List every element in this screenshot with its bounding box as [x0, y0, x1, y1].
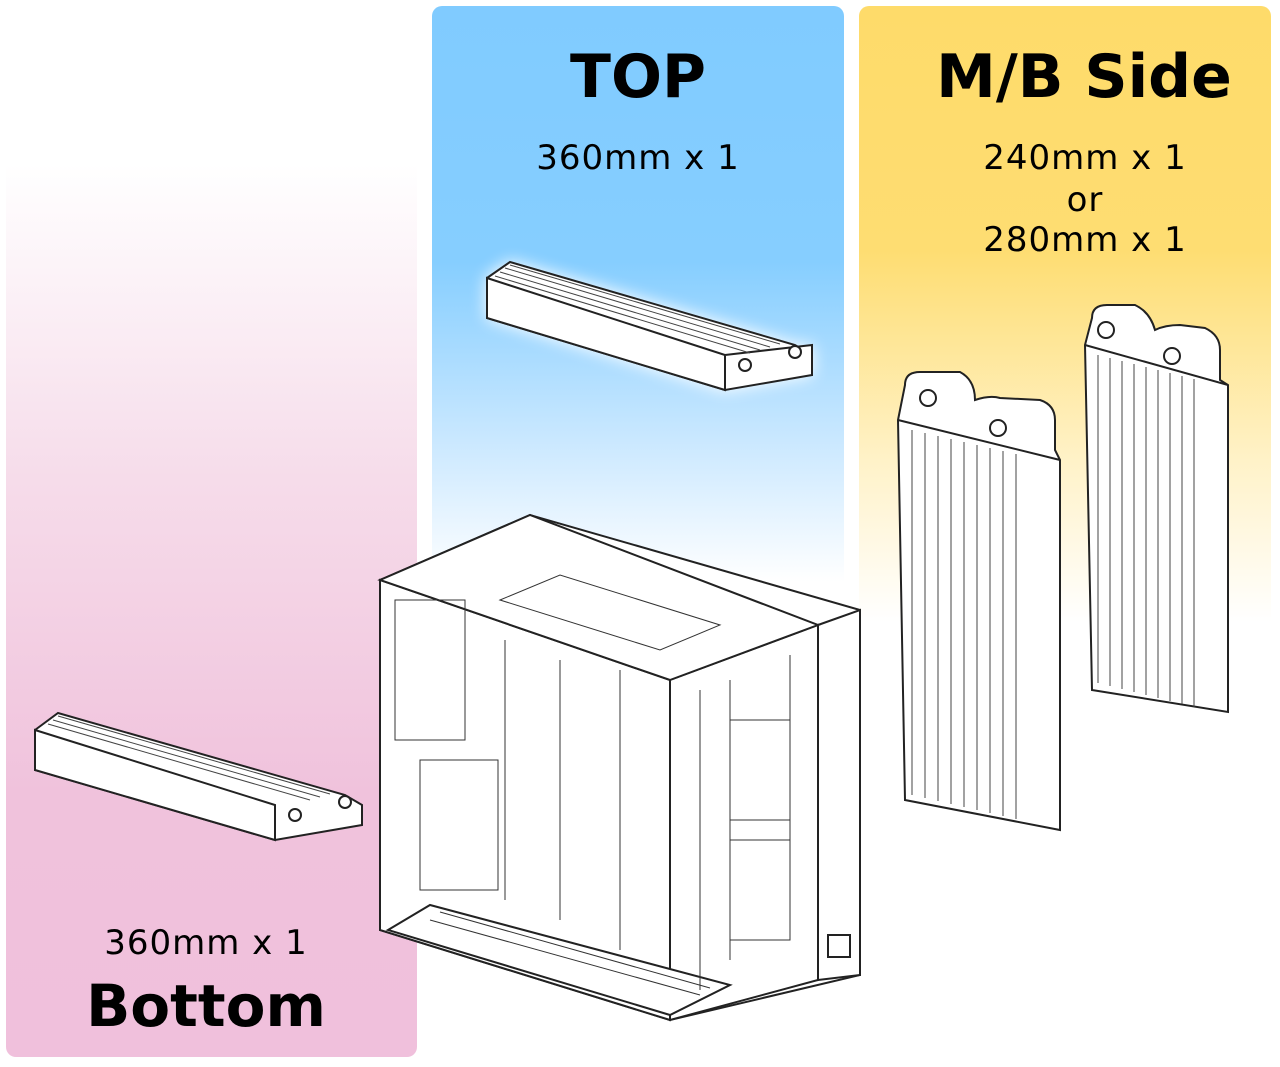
bottom-title: Bottom	[86, 972, 326, 1040]
side-size-280: 280mm x 1	[983, 220, 1187, 260]
top-title: TOP	[570, 42, 706, 112]
side-size-240: 240mm x 1	[983, 138, 1187, 178]
top-size: 360mm x 1	[536, 138, 740, 178]
bottom-panel	[6, 6, 417, 1057]
side-title: M/B Side	[936, 42, 1232, 112]
side-or: or	[1066, 180, 1104, 220]
bottom-size: 360mm x 1	[104, 923, 308, 963]
